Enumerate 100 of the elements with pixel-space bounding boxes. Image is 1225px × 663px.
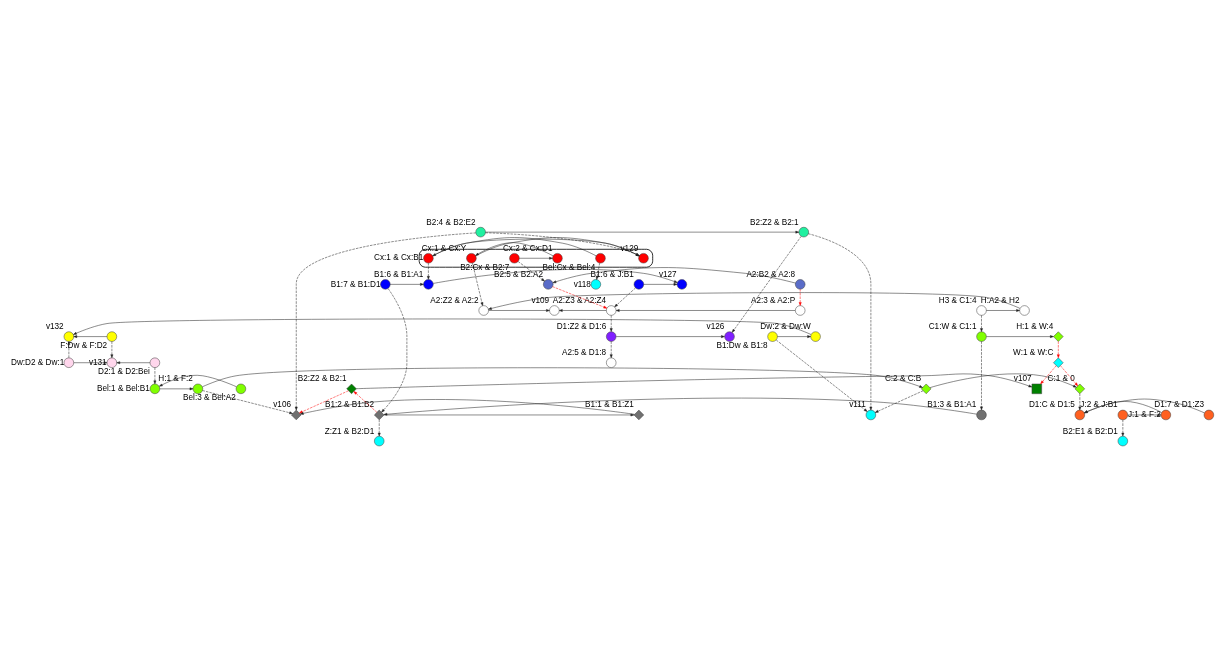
node-label: D1:Z2 & D1:6 — [556, 321, 607, 331]
arrow — [615, 308, 796, 312]
arrow — [432, 238, 640, 256]
arrow — [519, 256, 553, 260]
arrow — [159, 374, 237, 387]
node-label: B1:3 & B1:A1 — [927, 399, 977, 409]
arrow — [488, 308, 550, 312]
node-circle — [549, 304, 560, 316]
arrow — [980, 314, 983, 332]
node-label: v127 — [658, 269, 677, 279]
arrow — [980, 340, 983, 410]
node-label: Bel:1 & Bel:B1 — [97, 383, 150, 393]
arrow — [300, 398, 635, 415]
arrow — [1084, 398, 1205, 413]
node-label: C1:W & C1:1 — [928, 321, 977, 331]
arrow — [552, 266, 796, 283]
arrow — [595, 262, 600, 280]
node-label: D2:1 & D2:Bei — [97, 366, 150, 376]
arrow — [1078, 392, 1082, 410]
node-label: F:Dw & F:D2 — [60, 340, 108, 350]
node-diamond — [1053, 357, 1064, 368]
node-label: Bel:3 & Bel:A2 — [183, 392, 236, 402]
node-label: Cx:1 & Cx:B1 — [374, 252, 424, 262]
node-label: v106 — [273, 399, 292, 409]
node-circle — [638, 252, 649, 263]
arrow — [1060, 365, 1078, 386]
node-circle — [423, 252, 434, 263]
node-label: W:1 & W:C — [1013, 347, 1054, 357]
node-circle — [810, 331, 821, 342]
arrow — [986, 334, 1054, 338]
node-label: A2:3 & A2:P — [750, 295, 796, 305]
node-circle — [1203, 409, 1214, 420]
arrow — [384, 413, 635, 416]
node-label: B2:E1 & B2:D1 — [1062, 426, 1118, 436]
node-circle — [1117, 409, 1128, 420]
arrow — [110, 340, 114, 358]
node-circle — [235, 383, 247, 394]
node-label: B2:5 & B2:A2 — [493, 269, 544, 279]
arrow — [1084, 400, 1162, 413]
arrow — [381, 287, 408, 412]
node-label: B1:2 & B1:B2 — [324, 399, 375, 409]
node-circle — [976, 409, 987, 420]
arrow — [390, 282, 424, 286]
node-circle — [633, 278, 644, 289]
node-circle — [1160, 409, 1171, 420]
node-label: C:2 & C:B — [884, 373, 922, 383]
node-diamond — [1053, 331, 1064, 342]
node-label: Z:Z1 & B2:D1 — [324, 426, 375, 436]
node-label: B2:4 & B2:E2 — [426, 217, 476, 227]
arrow — [609, 314, 613, 332]
node-circle — [606, 357, 617, 368]
node-circle — [63, 331, 74, 342]
node-circle — [106, 331, 117, 342]
node-label: A2:5 & D1:8 — [562, 347, 607, 357]
node-circle — [149, 357, 161, 368]
node-circle — [798, 226, 809, 237]
arrow — [643, 282, 678, 286]
node-label: A2:B2 & A2:8 — [746, 269, 796, 279]
arrow — [472, 262, 484, 306]
node-diamond — [633, 409, 644, 420]
arrow — [353, 390, 378, 413]
arrow — [609, 340, 613, 358]
node-label: J:2 & J:B1 — [1080, 399, 1118, 409]
node-circle — [595, 252, 606, 263]
node-label: H:1 & W:4 — [1016, 321, 1054, 331]
node-label: B1:6 & J:B1 — [590, 269, 634, 279]
node-circle — [478, 304, 489, 316]
node-label: v107 — [1013, 373, 1032, 383]
arrow — [356, 373, 1033, 389]
arrow — [202, 367, 923, 388]
arrow — [1040, 365, 1057, 384]
arrow — [73, 334, 108, 338]
arrow — [73, 360, 108, 364]
node-label: B1:1 & B1:Z1 — [585, 399, 634, 409]
arrow — [485, 232, 640, 256]
node-label: Dw:D2 & Dw:1 — [11, 357, 65, 367]
node-circle — [590, 278, 601, 289]
node-circle — [475, 226, 486, 237]
arrow — [202, 389, 293, 414]
arrow — [1057, 340, 1060, 358]
arrow — [552, 285, 608, 308]
node-circle — [1074, 409, 1085, 420]
node-box — [1031, 383, 1042, 394]
node-circle — [1019, 304, 1030, 316]
node-label: H:A2 & H2 — [980, 295, 1020, 305]
arrow — [616, 334, 725, 338]
arrow — [73, 318, 812, 335]
arrow — [299, 390, 349, 413]
node-label: A2:Z2 & A2:2 — [430, 295, 479, 305]
arrow — [475, 236, 640, 256]
node-circle — [795, 304, 806, 316]
arrow — [808, 233, 873, 410]
arrow — [116, 360, 151, 364]
node-label: v111 — [849, 399, 866, 409]
node-label: B1:7 & B1:D1 — [330, 279, 381, 289]
arrow — [929, 373, 1077, 388]
node-label: A2:Z3 & A2:Z4 — [552, 295, 607, 305]
node-circle — [724, 331, 735, 342]
arrow — [874, 390, 924, 413]
arrow — [485, 230, 800, 233]
